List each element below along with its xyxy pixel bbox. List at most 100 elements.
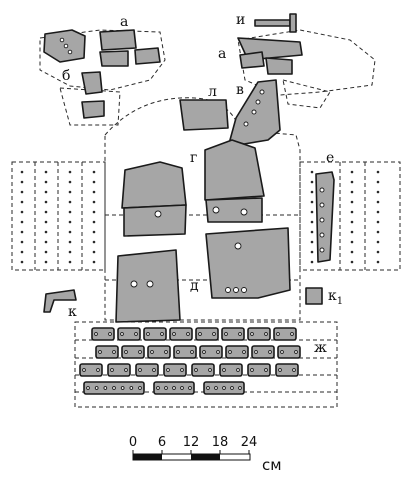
rivet-dot <box>376 230 380 234</box>
rivet-dot <box>44 180 48 184</box>
rivet-dot <box>92 260 96 264</box>
rivet-dot <box>68 200 72 204</box>
label-d: д <box>190 278 199 294</box>
lame-hole <box>110 368 114 372</box>
rivet-holes <box>59 37 325 293</box>
rivet-dot <box>44 200 48 204</box>
skirt-lame <box>191 363 215 377</box>
skirt-lame <box>219 363 243 377</box>
rivet-dot <box>92 210 96 214</box>
scale-tick-24: 24 <box>241 435 258 450</box>
lame-hole <box>290 332 294 336</box>
lame-hole <box>242 350 246 354</box>
lame-hole <box>138 368 142 372</box>
skirt-lame <box>251 345 275 359</box>
fragment-k <box>43 289 77 313</box>
lame-hole <box>124 350 128 354</box>
fragment-g-left-low <box>123 204 187 237</box>
lame-hole <box>150 350 154 354</box>
label-g: г <box>190 150 197 166</box>
rivet-dot <box>44 250 48 254</box>
lame-hole <box>129 386 134 390</box>
lame-hole <box>206 386 210 390</box>
rivet-dot <box>310 260 314 264</box>
lame-hole <box>180 368 184 372</box>
lame-hole <box>276 332 280 336</box>
lame-hole <box>166 368 170 372</box>
lame-hole <box>188 386 192 390</box>
lame-hole <box>292 368 296 372</box>
skirt-lame <box>247 363 271 377</box>
rivet-dot <box>68 240 72 244</box>
rivet-dot <box>20 260 24 264</box>
rivet-dot <box>20 170 24 174</box>
figure-labels: а а б в г д е ж и к к1 л <box>62 12 343 356</box>
rivet-dot <box>20 190 24 194</box>
lame-hole <box>108 332 112 336</box>
lame-hole <box>254 350 258 354</box>
lame-hole <box>216 350 220 354</box>
skirt-lame <box>277 345 301 359</box>
skirt-lame <box>107 363 131 377</box>
rivet-dot <box>68 250 72 254</box>
rivet-dot <box>20 240 24 244</box>
label-l: л <box>208 84 217 100</box>
scale-tick-0: 0 <box>129 435 137 450</box>
skirt-lame <box>95 345 119 359</box>
fragment-g-right-low <box>205 197 263 223</box>
lame-hole <box>86 386 90 390</box>
skirt-lame <box>221 327 245 341</box>
lame-hole <box>228 350 232 354</box>
rivet-dot <box>44 170 48 174</box>
skirt-lame <box>147 345 171 359</box>
rivet-dot <box>350 240 354 244</box>
skirt-lame <box>163 363 187 377</box>
lame-hole <box>198 332 202 336</box>
rivet-dot <box>20 180 24 184</box>
lame-hole <box>160 332 164 336</box>
lame-hole <box>280 350 284 354</box>
rivet-dot <box>44 210 48 214</box>
rivet-dot <box>376 210 380 214</box>
scale-bar: 0 6 12 18 24 см <box>129 435 282 474</box>
lame-hole <box>238 386 242 390</box>
lame-hole <box>172 386 176 390</box>
lame-hole <box>214 386 218 390</box>
rivet-dot <box>68 170 72 174</box>
rivet-dot <box>350 230 354 234</box>
lame-hole <box>156 386 160 390</box>
lame-hole <box>176 350 180 354</box>
rivet-dot <box>376 170 380 174</box>
rivet-dot <box>68 190 72 194</box>
label-e: е <box>326 150 334 166</box>
fragment-a-4 <box>134 47 161 65</box>
lame-hole <box>224 332 228 336</box>
rivet-dot <box>310 250 314 254</box>
skirt-lame <box>173 345 197 359</box>
rivet-dot <box>68 220 72 224</box>
rivet-dot <box>310 170 314 174</box>
rivet-dot <box>92 250 96 254</box>
skirt-lame <box>275 363 299 377</box>
rivet-dot <box>44 240 48 244</box>
lame-hole <box>202 350 206 354</box>
label-v: в <box>236 82 244 98</box>
lame-hole <box>278 368 282 372</box>
rivet-dot <box>44 220 48 224</box>
label-zh: ж <box>314 340 327 356</box>
skirt-lame <box>169 327 193 341</box>
label-i: и <box>236 12 245 28</box>
fragment-k1 <box>305 287 323 305</box>
rivet-dot <box>350 210 354 214</box>
rivet-dot <box>350 250 354 254</box>
rivet-dot <box>68 230 72 234</box>
label-k1: к1 <box>328 288 343 307</box>
rivet-dot <box>20 230 24 234</box>
skirt-lame <box>195 327 219 341</box>
lame-hole <box>112 386 116 390</box>
rivet-dot <box>92 240 96 244</box>
lame-hole <box>294 350 298 354</box>
lame-hole <box>194 368 198 372</box>
fragment-i <box>254 19 291 27</box>
